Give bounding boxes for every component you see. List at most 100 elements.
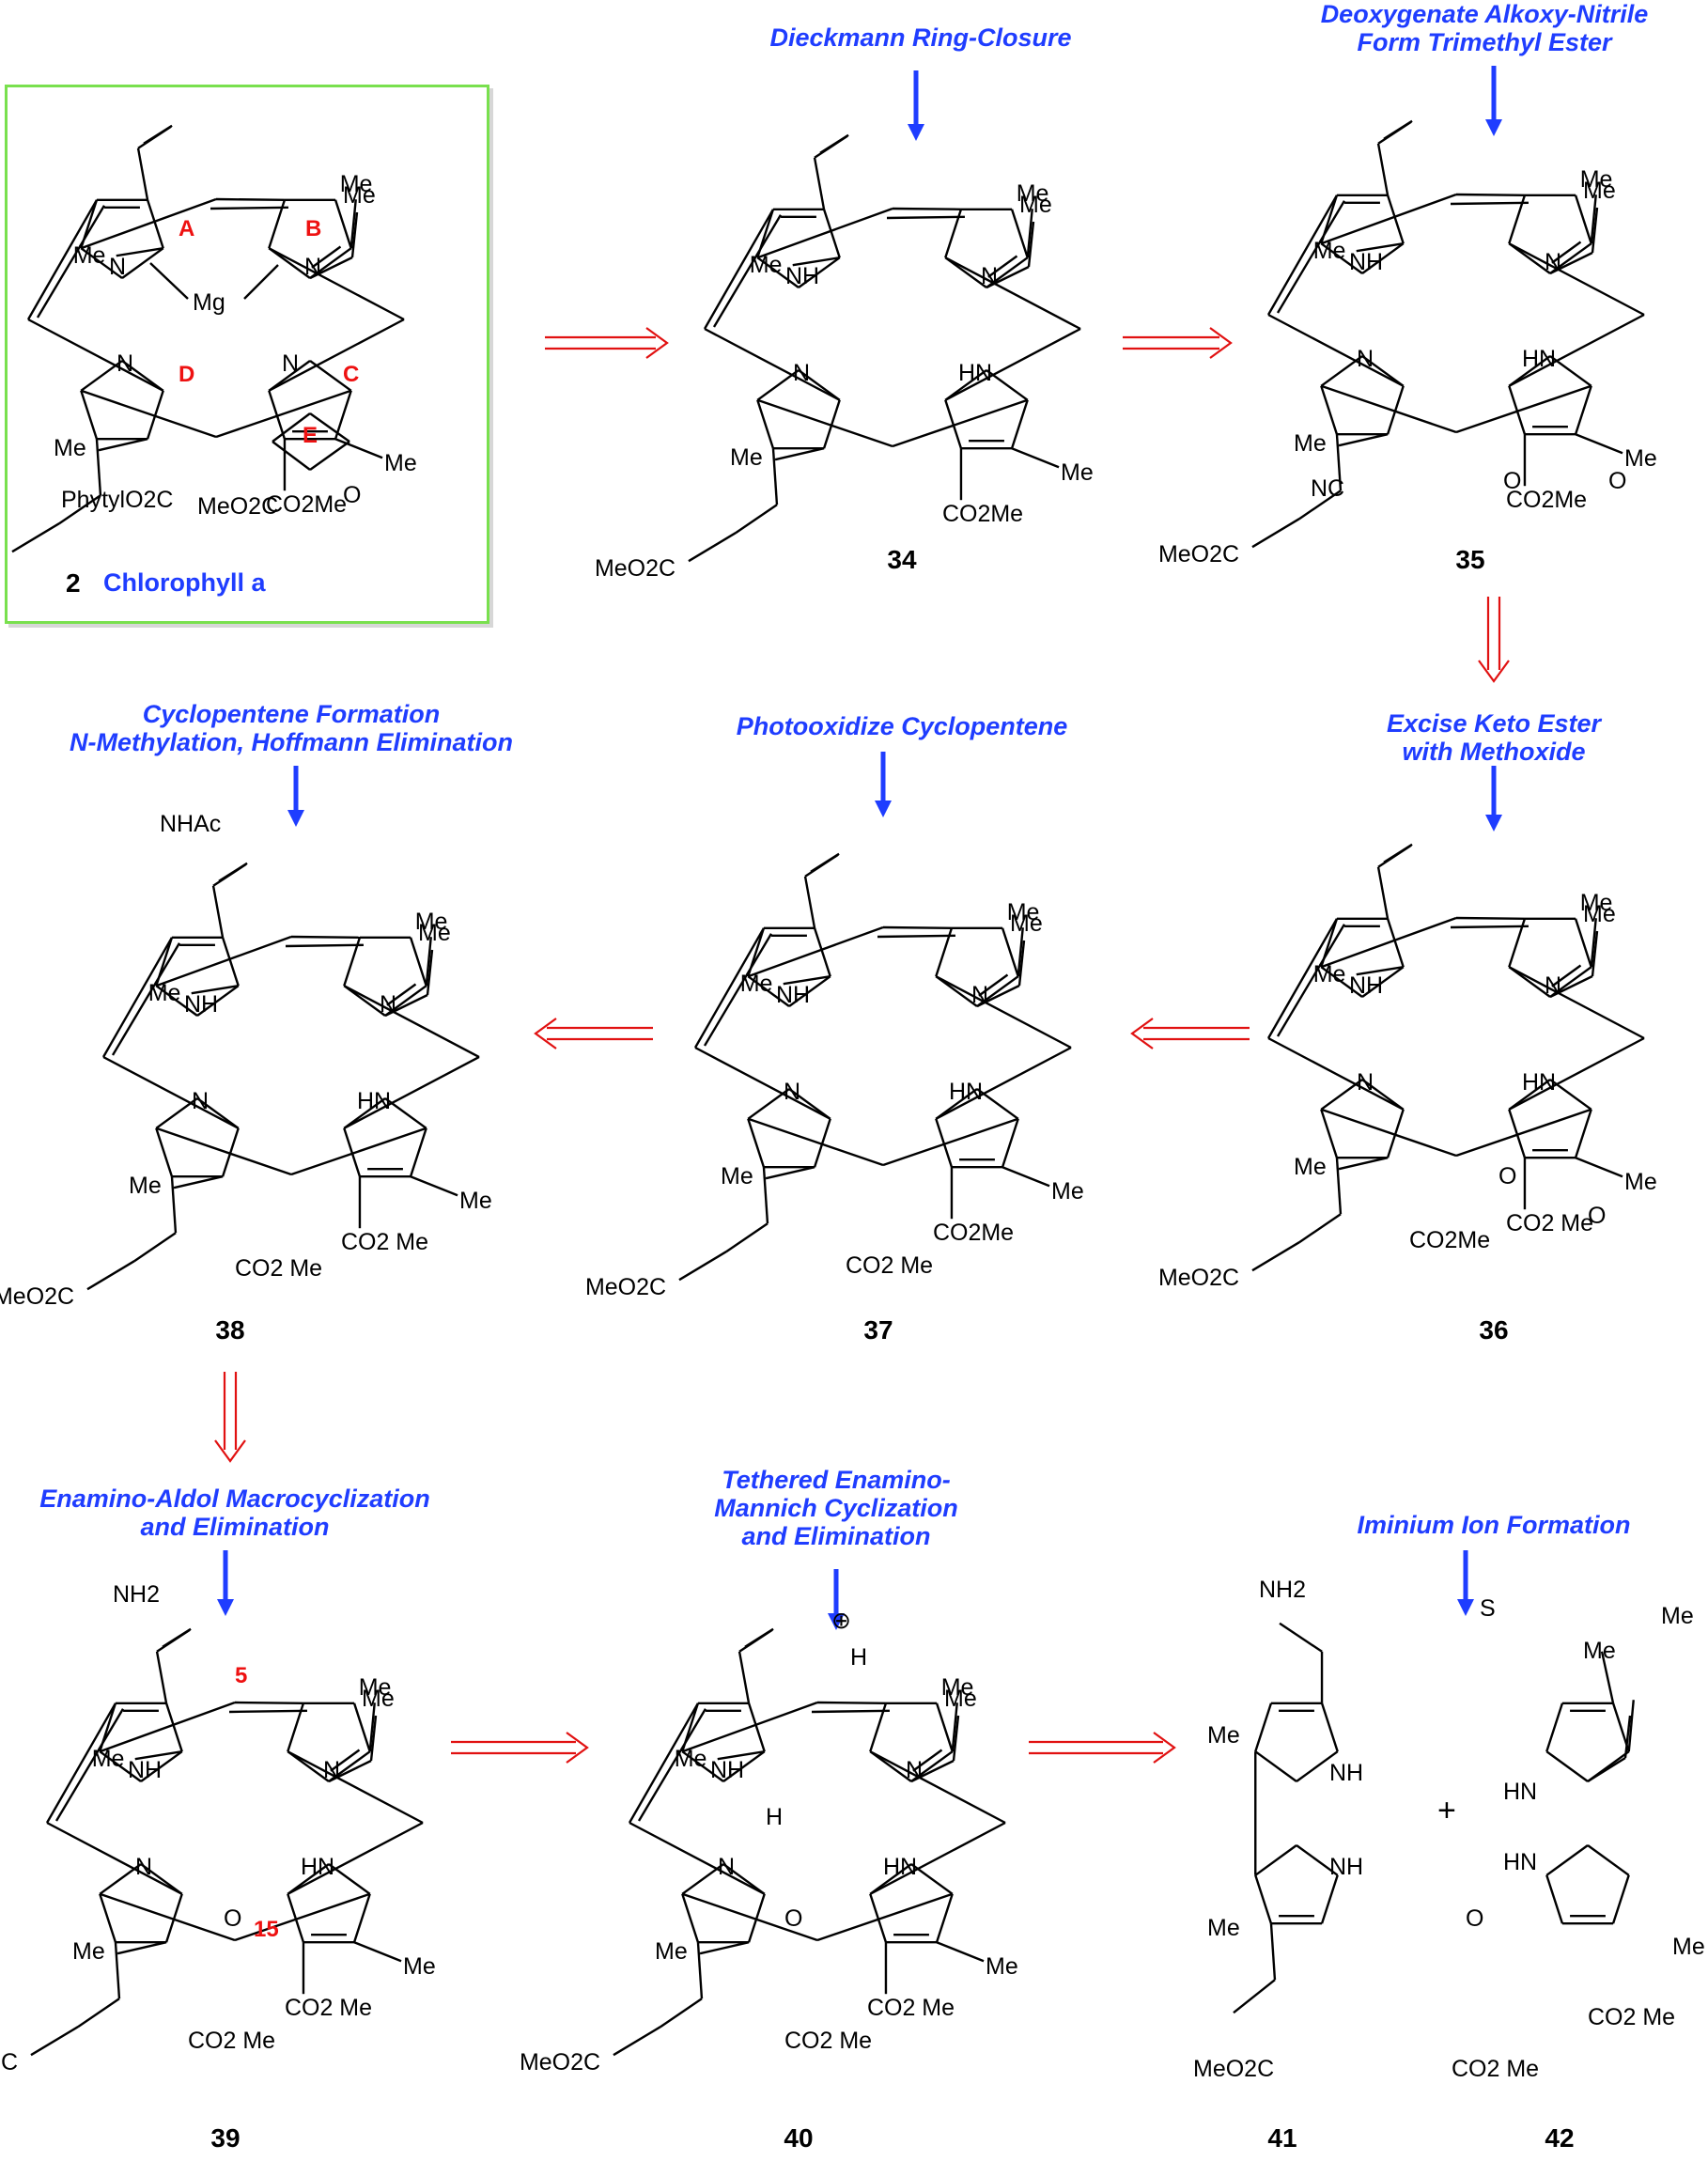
bond xyxy=(215,197,285,201)
bond xyxy=(792,257,840,267)
ring-d-label: D xyxy=(179,362,195,387)
compound-42-number: 42 xyxy=(1545,2123,1575,2153)
double-bond xyxy=(111,942,180,1056)
ring-bond xyxy=(334,199,352,249)
n-atom-label: N xyxy=(718,1854,736,1880)
ester-label: MeO2C xyxy=(197,493,279,520)
oxygen-label: O xyxy=(1466,1905,1484,1932)
methyl-label: Me xyxy=(1579,890,1613,917)
n-atom-label: N xyxy=(116,350,134,377)
ring-bond xyxy=(268,247,311,279)
bond xyxy=(353,1941,402,1963)
double-bond xyxy=(1276,200,1345,314)
double-bond xyxy=(330,1749,361,1772)
n-atom-label: NH xyxy=(1329,1760,1364,1786)
bond xyxy=(1266,918,1339,1039)
methyl-label: Me xyxy=(1672,1934,1705,1960)
mg-atom-label: Mg xyxy=(193,289,225,316)
forward-arrow-head xyxy=(1457,1599,1474,1616)
methyl-label: Me xyxy=(1016,180,1049,208)
methyl-label: Me xyxy=(1051,1178,1084,1205)
ester-label: CO2Me xyxy=(932,1220,1015,1247)
ring-bond xyxy=(146,199,164,249)
double-bond xyxy=(819,133,849,154)
compound-34-number: 34 xyxy=(887,545,917,574)
step-caption: Tethered Enamino- Mannich Cyclization an… xyxy=(714,1466,958,1550)
ester-label: MeO2C xyxy=(0,1283,75,1311)
bond xyxy=(211,885,225,938)
methyl-label: Me xyxy=(414,909,448,936)
methyl-label: Me xyxy=(339,171,373,198)
ethyl-me-label: Me xyxy=(418,920,451,946)
bond xyxy=(155,1127,292,1176)
ring-bond xyxy=(822,399,841,449)
bond xyxy=(234,1892,371,1942)
n-atom-label: NH xyxy=(710,1757,745,1783)
bond xyxy=(1320,384,1457,434)
ring-bond xyxy=(813,1118,831,1168)
bond xyxy=(328,1759,372,1783)
forward-arrow-head xyxy=(287,810,304,827)
ring-bond xyxy=(1386,194,1405,244)
ring-bond xyxy=(1320,1109,1339,1158)
n-atom-label: NH xyxy=(128,1757,163,1783)
bond xyxy=(133,1232,177,1263)
bond xyxy=(1627,1700,1635,1752)
bond xyxy=(1508,1036,1645,1111)
methyl-label: Me xyxy=(403,1953,436,1981)
double-bond xyxy=(1383,843,1413,863)
ring-bond xyxy=(1545,1844,1589,1876)
step-caption: Photooxidize Cyclopentene xyxy=(736,712,1068,740)
bond xyxy=(1508,242,1645,317)
ring-bond xyxy=(221,937,240,987)
methyl-label: Me xyxy=(940,1674,974,1702)
bond xyxy=(1335,1158,1343,1215)
forward-arrow-head xyxy=(875,801,892,817)
bond xyxy=(694,1046,831,1120)
double-bond xyxy=(143,124,173,145)
n-atom-label: N xyxy=(282,350,300,377)
ethyl-me-label: Me xyxy=(362,1686,395,1712)
ring-bond xyxy=(1320,385,1339,435)
bond xyxy=(628,1702,700,1824)
ring-bond xyxy=(756,257,800,288)
ring-bond xyxy=(747,975,790,1007)
ring-bond xyxy=(1320,1702,1339,1752)
double-bond xyxy=(978,973,1009,997)
bond xyxy=(134,1750,182,1761)
ring-bond xyxy=(221,1127,240,1177)
ring-bond xyxy=(944,257,987,288)
n-atom-label: N xyxy=(971,982,989,1008)
ester-label: CO2 Me xyxy=(1452,2056,1540,2082)
ring-bond xyxy=(747,1893,766,1943)
bond xyxy=(426,949,434,996)
ring-bond xyxy=(1587,1844,1630,1876)
bond xyxy=(936,1941,985,1963)
bond xyxy=(976,984,1020,1008)
methyl-label: Me xyxy=(1006,899,1040,926)
ester-label: CO2Me xyxy=(1409,1227,1491,1253)
bond xyxy=(696,1942,704,1999)
ring-bond xyxy=(1508,385,1527,435)
bond xyxy=(1269,1923,1277,1981)
methyl-label: Me xyxy=(72,242,106,270)
ester-label: CO2Me xyxy=(265,491,348,519)
bond xyxy=(170,1176,178,1234)
double-bond xyxy=(1450,201,1529,206)
step-caption: Enamino-Aldol Macrocyclization and Elimi… xyxy=(39,1485,430,1541)
ester-label: MeO2C xyxy=(1157,541,1240,568)
n-atom-label: N xyxy=(981,263,999,289)
bond xyxy=(309,441,350,471)
bond xyxy=(1591,930,1599,977)
bond xyxy=(80,389,217,439)
ring-bond xyxy=(822,209,841,258)
ring-bond xyxy=(869,1893,888,1943)
bond xyxy=(678,1251,727,1282)
bond xyxy=(944,327,1081,401)
position-5-label: 5 xyxy=(235,1663,248,1688)
bond xyxy=(1017,927,1024,977)
ester-label: CO2 Me xyxy=(1505,1210,1594,1237)
bond xyxy=(681,1892,818,1942)
bond xyxy=(410,1175,458,1197)
ethyl-me-label: Me xyxy=(1583,178,1616,204)
